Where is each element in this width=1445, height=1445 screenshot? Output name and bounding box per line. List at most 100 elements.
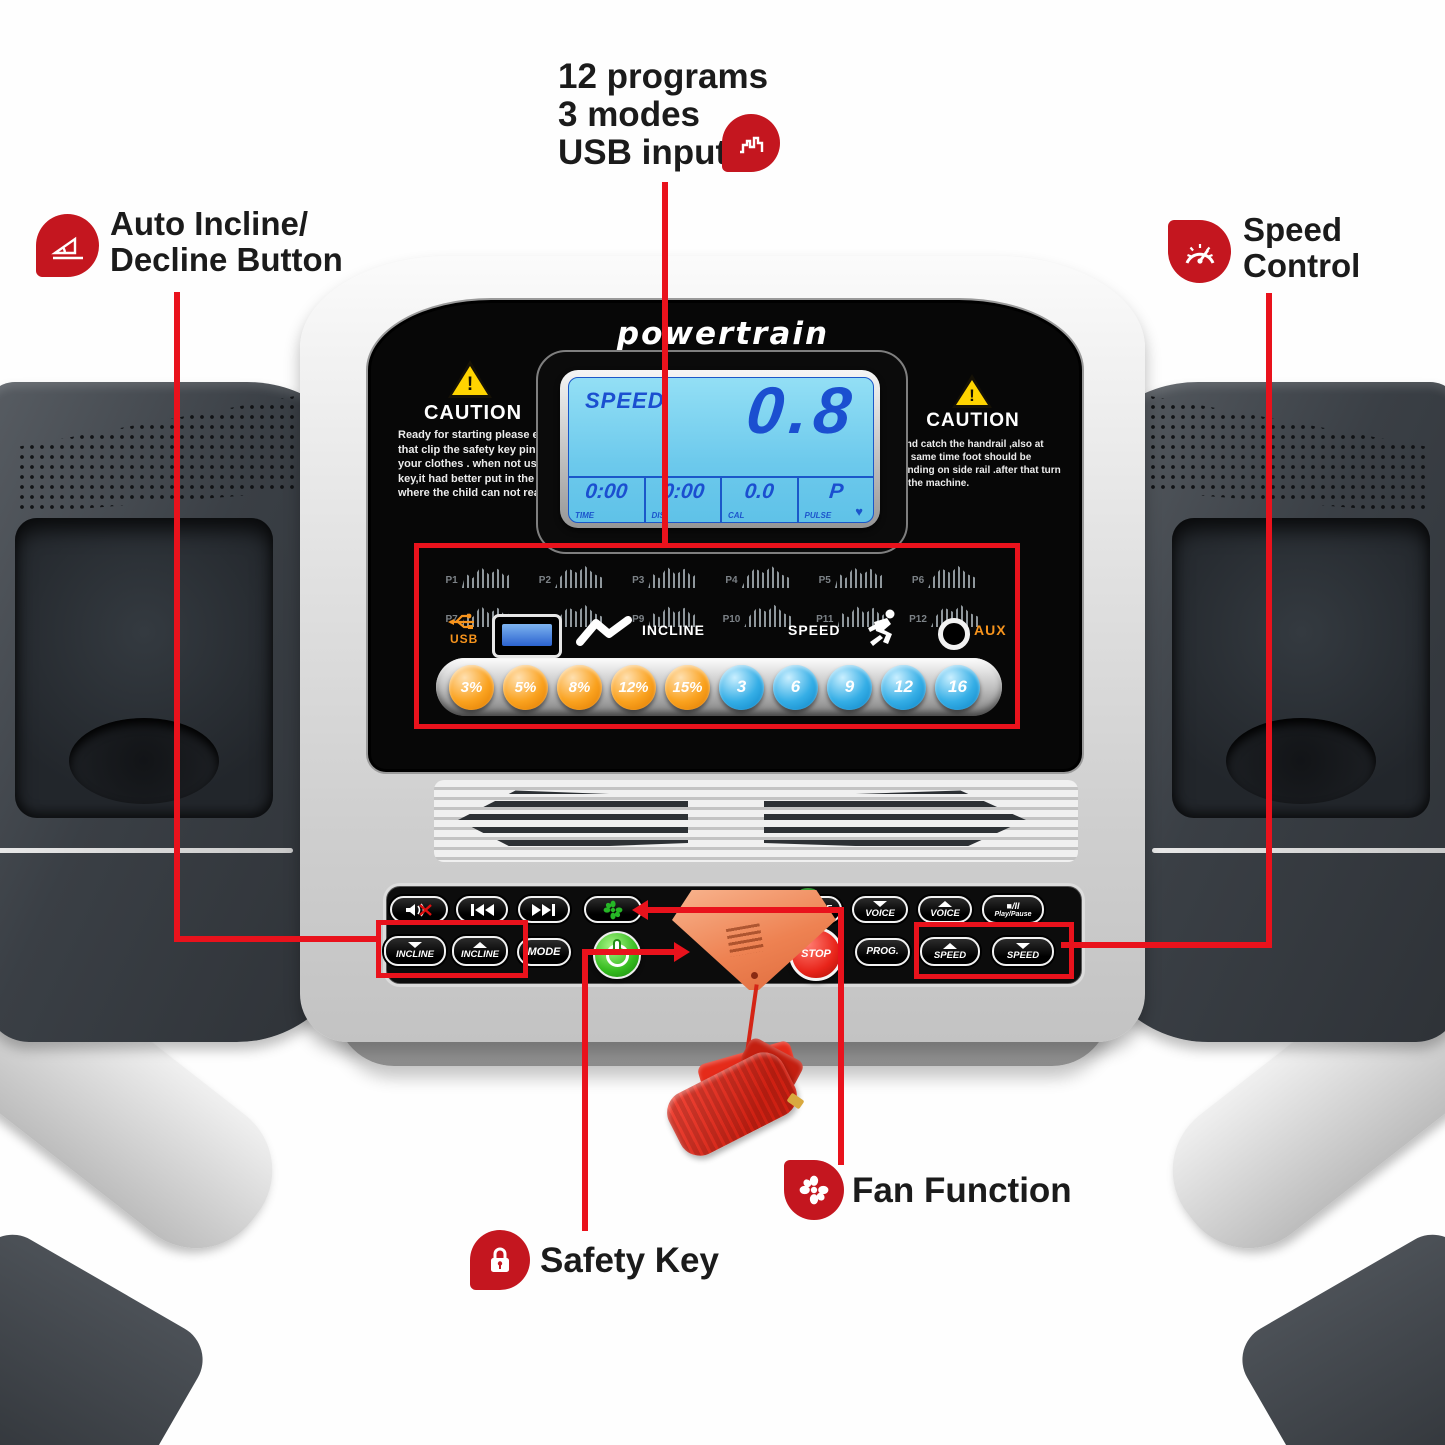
mode-label: MODE	[527, 945, 561, 958]
speed-quick-button[interactable]: 12	[881, 664, 926, 710]
vent-slats-left	[458, 790, 688, 850]
stop-label: STOP	[801, 948, 831, 960]
safety-callout-arrow	[674, 942, 690, 962]
highlight-box-programs	[414, 543, 1020, 729]
dock-pin-hole	[751, 972, 758, 979]
speed-quick-button[interactable]: 6	[773, 664, 818, 710]
incline-down-label: INCLINE	[396, 949, 434, 961]
callout-line-fan-v	[838, 907, 844, 1165]
caution-left-title: CAUTION	[423, 402, 523, 424]
speed-up-button[interactable]: SPEED	[920, 937, 980, 966]
cup-holder-right	[1172, 518, 1430, 818]
cup-holder-left	[15, 518, 273, 818]
speed-quick-button[interactable]: 9	[827, 664, 872, 710]
aux-label: AUX	[974, 622, 1007, 638]
program-item: P10	[712, 589, 805, 627]
incline-quick-button[interactable]: 3%	[449, 664, 494, 710]
program-item: P11	[805, 589, 898, 627]
program-label: P6	[911, 575, 925, 586]
incline-up-label: INCLINE	[461, 949, 499, 961]
incline-note-line1: Auto Incline/	[110, 205, 308, 242]
lcd-metric-row: 0:00 TIME 0:00 DIS 0.0 CAL P PULSE	[569, 476, 873, 522]
callout-line-incline-h	[174, 936, 379, 942]
programs-note: 12 programs 3 modes USB input	[558, 58, 768, 171]
play-pause-icon: ■/II	[1006, 900, 1020, 911]
incline-note-line2: Decline Button	[110, 240, 343, 278]
callout-line-programs	[662, 182, 668, 545]
voice-down-button[interactable]: VOICE	[852, 896, 908, 923]
speed-down-button[interactable]: SPEED	[992, 937, 1054, 966]
play-pause-label: Play/Pause	[994, 910, 1032, 918]
caution-right-body: Hand catch the handrail ,also at the sam…	[893, 439, 1061, 489]
program-label: P3	[632, 575, 645, 586]
lcd-display: SPEED 0.8 0:00 TIME 0:00 DIS 0.0 CAL	[568, 377, 874, 523]
caution-left-body: Ready for starting please ensure that cl…	[398, 429, 569, 499]
callout-line-safety-h	[584, 949, 676, 955]
incline-profile-icon	[576, 614, 634, 648]
lcd-metric-value: 0:00	[660, 480, 706, 503]
lcd-metric-value: 0.0	[743, 480, 776, 503]
speed-control-icon	[1168, 220, 1231, 283]
caution-right-title: CAUTION	[926, 410, 1020, 431]
incline-up-button[interactable]: INCLINE	[452, 936, 508, 966]
chevron-down-icon	[408, 942, 422, 949]
pulse-heart-icon: ♥	[855, 504, 863, 519]
speed-up-label: SPEED	[933, 949, 967, 961]
incline-quick-button[interactable]: 8%	[557, 664, 602, 710]
speed-section-label: SPEED	[788, 622, 841, 638]
program-label: P2	[538, 575, 552, 586]
highlight-box-incline	[376, 920, 528, 978]
lcd-metric-label: TIME	[575, 511, 595, 520]
start-power-button[interactable]	[593, 931, 641, 979]
highlight-box-speed	[914, 922, 1074, 979]
lcd-metric-value: 0:00	[584, 480, 629, 503]
lcd-metric-label: DIS	[651, 511, 665, 520]
speed-quick-button[interactable]: 16	[935, 664, 980, 710]
program-label: P4	[725, 575, 738, 586]
speed-quick-button[interactable]: 3	[719, 664, 764, 710]
speed-down-label: SPEED	[1006, 949, 1040, 961]
chevron-up-icon	[938, 900, 952, 907]
runner-icon	[860, 608, 906, 648]
usb-port[interactable]	[492, 614, 562, 658]
voice-down-label: VOICE	[865, 907, 895, 919]
programs-note-line1: 12 programs	[558, 57, 769, 96]
lcd-speed-label: SPEED	[585, 388, 665, 413]
program-label: P9	[632, 614, 645, 625]
speed-note-line2: Control	[1243, 246, 1361, 284]
program-item: P5	[805, 550, 898, 588]
brand-logo: powertrain	[616, 316, 830, 352]
lcd-metric-label: PULSE	[804, 511, 832, 520]
lcd-metric-cell: 0:00 TIME	[569, 478, 644, 522]
aux-jack[interactable]	[938, 618, 970, 650]
handrail-foot-right	[1229, 1221, 1445, 1445]
program-item: P9	[619, 589, 712, 627]
speaker-grille-left	[17, 392, 317, 514]
voice-up-button[interactable]: VOICE	[918, 896, 972, 923]
lcd-speed-value: 0.8	[743, 377, 861, 447]
programs-icon	[722, 114, 780, 172]
mute-button[interactable]	[390, 896, 448, 923]
program-item: P3	[619, 550, 712, 588]
previous-track-button[interactable]	[456, 896, 508, 923]
next-track-button[interactable]	[518, 896, 570, 923]
lcd-metric-label: CAL	[728, 511, 745, 520]
incline-down-button[interactable]: INCLINE	[384, 936, 446, 966]
fan-function-icon	[784, 1160, 844, 1220]
handrail-foot-left	[0, 1221, 216, 1445]
program-label: P1	[445, 575, 458, 586]
program-button[interactable]: PROG.	[855, 938, 910, 966]
program-label: P10	[722, 614, 741, 625]
program-item: P1	[432, 550, 525, 588]
play-pause-button[interactable]: ■/II Play/Pause	[982, 895, 1044, 924]
speed-note-line1: Speed	[1243, 211, 1343, 248]
incline-quick-button[interactable]: 12%	[611, 664, 656, 710]
incline-quick-button[interactable]: 15%	[665, 664, 710, 710]
chevron-up-icon	[943, 942, 957, 949]
trim-left-bottom	[0, 848, 293, 853]
incline-quick-button[interactable]: 5%	[503, 664, 548, 710]
chevron-up-icon	[473, 942, 487, 949]
programs-note-line2: 3 modes	[558, 94, 700, 134]
